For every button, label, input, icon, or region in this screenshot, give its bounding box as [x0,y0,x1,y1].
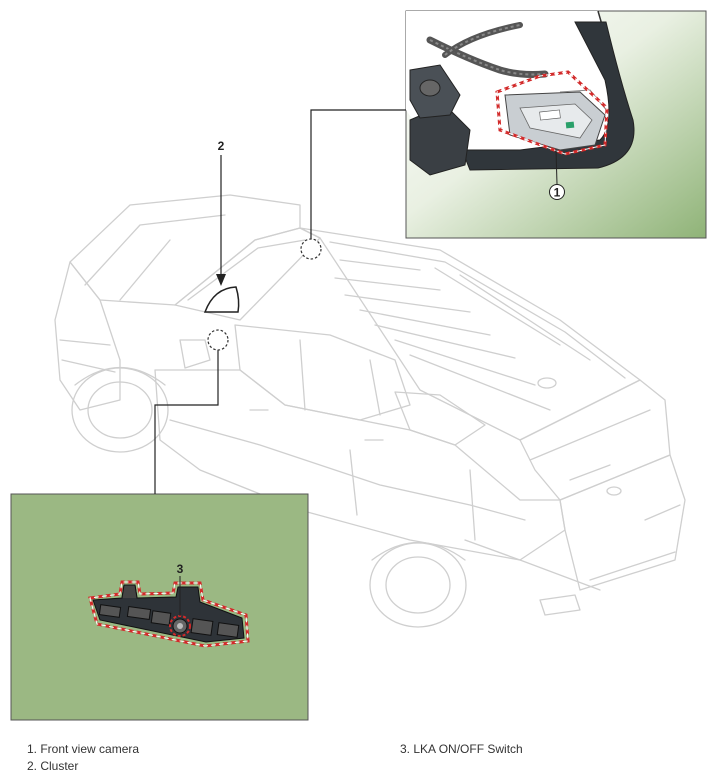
callout-number-front-camera: 1 [554,186,561,200]
callout-number-lka-switch: 3 [177,562,184,576]
legend-item-front-camera: 1. Front view camera [27,742,140,756]
switch-location-marker [207,329,229,351]
switch-inset: 3 [10,493,309,721]
legend-item-lka-switch: 3. LKA ON/OFF Switch [400,742,523,756]
callout-number-cluster: 2 [218,139,225,153]
legend-right-column: 3. LKA ON/OFF Switch [400,741,523,758]
vehicle-outline [54,194,686,628]
cluster-callout: 2 [203,139,240,313]
legend-item-cluster: 2. Cluster [27,759,79,773]
legend-left-column: 1. Front view camera 2. Cluster [27,741,139,775]
camera-location-marker [300,238,322,260]
camera-inset: 1 [405,10,707,239]
location-leaders [154,109,406,494]
